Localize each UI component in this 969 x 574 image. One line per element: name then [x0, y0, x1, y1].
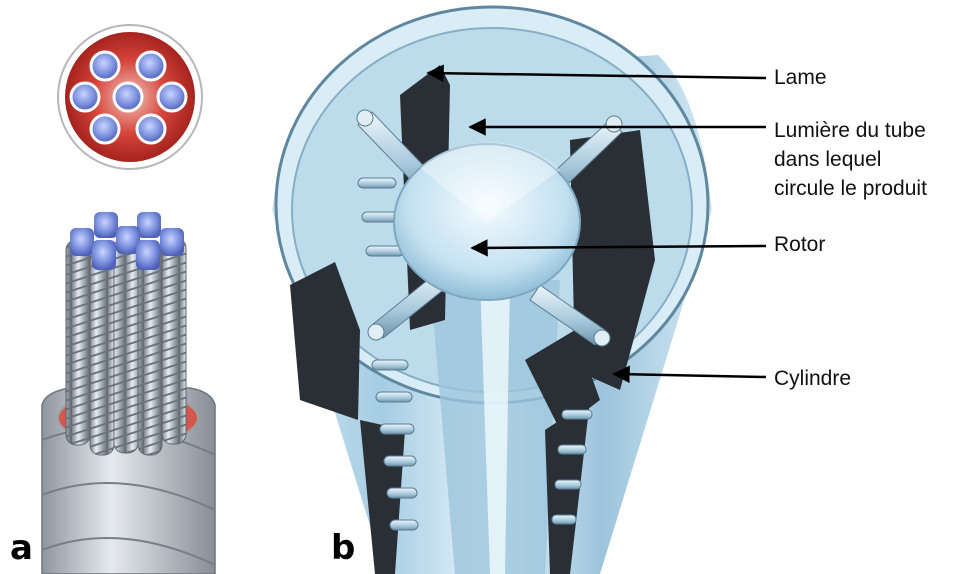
- label-lame: Lame: [774, 63, 827, 92]
- panel-label-b: b: [331, 531, 355, 565]
- cable-cross-section: [58, 25, 202, 169]
- cable-bundle: [42, 212, 215, 574]
- scraped-surface-tube: [272, 7, 712, 574]
- label-cylindre: Cylindre: [774, 364, 851, 393]
- label-lumiere: Lumière du tube dans lequel circule le p…: [774, 116, 927, 203]
- label-rotor: Rotor: [774, 230, 825, 259]
- panel-label-a: a: [10, 531, 33, 565]
